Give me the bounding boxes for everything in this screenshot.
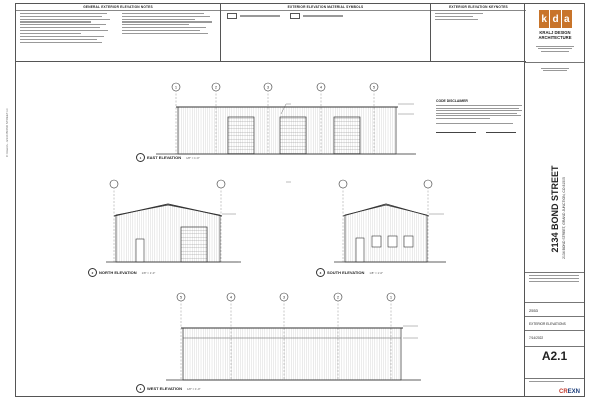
- sheet-title-row: EXTERIOR ELEVATIONS: [525, 316, 584, 331]
- grid-east-5: 5: [373, 85, 376, 90]
- keynotes-header: EXTERIOR ELEVATION KEYNOTES: [431, 4, 526, 11]
- drawing-sheet: GENERAL EXTERIOR ELEVATION NOTES EXTERIO…: [15, 3, 585, 397]
- sheet-number-row: A2.1: [525, 346, 584, 377]
- firm-logo: k d a: [539, 10, 573, 28]
- east-elevation: 1 2 3 4 5: [156, 82, 416, 183]
- issue-date: 7/14/2022: [529, 336, 544, 340]
- project-title: 2134 BOND STREET: [550, 165, 560, 253]
- code-disclaimer-title: CODE DISCLAIMER: [436, 99, 468, 103]
- west-elevation-number: 4: [136, 384, 145, 393]
- grid-east-1: 1: [175, 85, 178, 90]
- grid-west-1: 1: [390, 295, 393, 300]
- general-notes-header: GENERAL EXTERIOR ELEVATION NOTES: [16, 4, 220, 11]
- sheet-title: EXTERIOR ELEVATIONS: [529, 322, 566, 326]
- grid-west-3: 3: [283, 295, 286, 300]
- grid-west-4: 4: [230, 295, 233, 300]
- crexn-watermark-exn: EXN: [567, 389, 580, 395]
- grid-east-4: 4: [320, 85, 323, 90]
- west-elevation-name: WEST ELEVATION: [147, 386, 182, 391]
- south-elevation: [334, 179, 446, 263]
- project-title-block: 2134 BOND STREET 2134 BOND STREET, GRAND…: [535, 154, 575, 274]
- logo-letter-a: a: [561, 10, 572, 28]
- firm-name-line2: ARCHITECTURE: [538, 35, 572, 40]
- east-elevation-name: EAST ELEVATION: [147, 155, 182, 160]
- notes-band: GENERAL EXTERIOR ELEVATION NOTES EXTERIO…: [16, 4, 526, 62]
- west-elevation-label: 4 WEST ELEVATION 1/8" = 1'-0": [136, 384, 201, 393]
- elevations-drawing: 1 2 3 4 5: [106, 82, 446, 381]
- east-elevation-scale: 1/8" = 1'-0": [186, 155, 200, 160]
- south-elevation-name: SOUTH ELEVATION: [327, 270, 365, 275]
- north-elevation-name: NORTH ELEVATION: [99, 270, 137, 275]
- north-elevation: [106, 179, 241, 263]
- logo-letter-d: d: [550, 10, 561, 28]
- grid-west-2: 2: [337, 295, 340, 300]
- project-number: 2553: [529, 308, 538, 313]
- general-notes-column: GENERAL EXTERIOR ELEVATION NOTES: [16, 4, 221, 62]
- project-number-row: 2553: [525, 302, 584, 317]
- scale-row: [525, 378, 584, 389]
- firm-name-line1: KRALJ DESIGN: [539, 30, 571, 35]
- north-elevation-label: 2 NORTH ELEVATION 1/8" = 1'-0": [88, 268, 155, 277]
- crexn-watermark-cr: CR: [558, 389, 568, 395]
- logo-letter-k: k: [539, 10, 550, 28]
- keynotes-column: EXTERIOR ELEVATION KEYNOTES: [431, 4, 526, 62]
- project-address: 2134 BOND STREET, GRAND JUNCTION, CO 815…: [562, 177, 566, 259]
- south-elevation-scale: 1/8" = 1'-0": [369, 270, 384, 275]
- crexn-watermark: CREXN: [559, 389, 580, 395]
- south-elevation-number: 3: [316, 268, 325, 277]
- north-elevation-scale: 1/8" = 1'-0": [141, 270, 156, 275]
- west-elevation-scale: 1/8" = 1'-0": [186, 386, 201, 391]
- grid-west-5: 5: [180, 295, 183, 300]
- east-elevation-number: 1: [136, 153, 145, 162]
- south-elevation-label: 3 SOUTH ELEVATION 1/8" = 1'-0": [316, 268, 383, 277]
- material-symbols-header: EXTERIOR ELEVATION MATERIAL SYMBOLS: [221, 4, 430, 11]
- date-row: 7/14/2022: [525, 330, 584, 345]
- title-block: k d a KRALJ DESIGN ARCHITECTURE 2134 BON…: [524, 4, 584, 396]
- north-elevation-number: 2: [88, 268, 97, 277]
- west-elevation: 5 4 3 2 1: [166, 292, 421, 381]
- material-symbols-column: EXTERIOR ELEVATION MATERIAL SYMBOLS: [221, 4, 431, 62]
- side-file-path: C:\Users\...\2134 BOND STREET.rvt: [5, 108, 9, 157]
- east-elevation-label: 1 EAST ELEVATION 1/8" = 1'-0": [136, 153, 200, 162]
- sheet-number: A2.1: [541, 349, 568, 363]
- grid-east-2: 2: [215, 85, 218, 90]
- code-disclaimer: CODE DISCLAIMER: [436, 99, 526, 134]
- grid-east-3: 3: [267, 85, 270, 90]
- revision-table: [525, 272, 584, 299]
